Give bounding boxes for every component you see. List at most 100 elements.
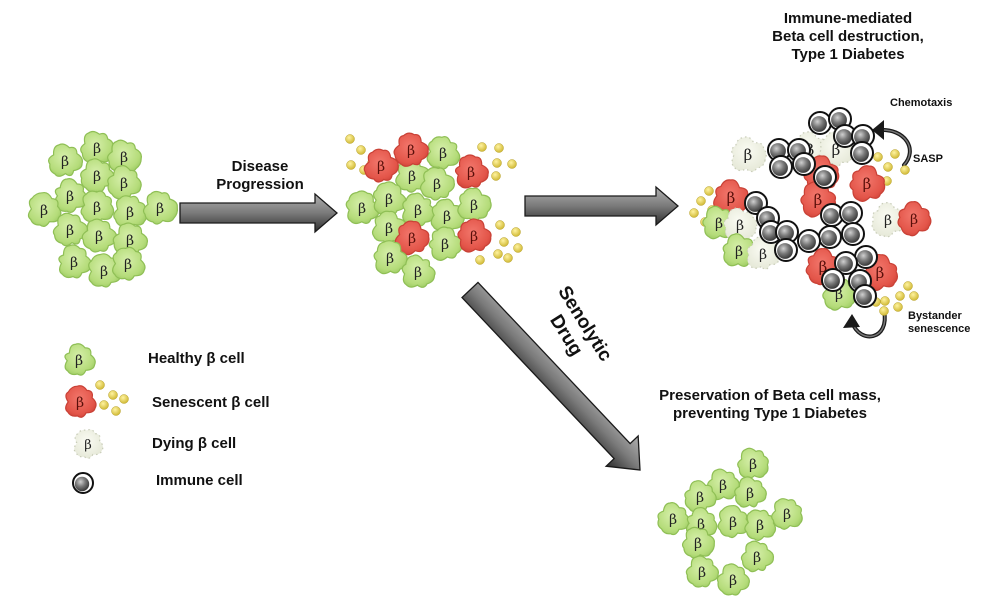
beta-symbol: β	[696, 490, 704, 506]
sasp-particle	[507, 159, 517, 169]
beta-symbol: β	[40, 203, 48, 219]
beta-symbol: β	[744, 146, 753, 164]
beta-symbol: β	[358, 201, 366, 217]
beta-symbol: β	[470, 229, 478, 245]
healthy-beta-cell: β	[80, 130, 114, 165]
healthy-beta-cell: β	[142, 190, 179, 225]
legend-item-immune: Immune cell	[156, 472, 243, 489]
healthy-beta-cell: β	[345, 190, 380, 225]
healthy-beta-cell: β	[107, 165, 142, 200]
beta-symbol: β	[819, 258, 828, 276]
chemotaxis-label: Chemotaxis	[890, 97, 953, 109]
dying-beta-cell: β	[746, 236, 781, 270]
beta-symbol: β	[76, 395, 84, 411]
beta-symbol: β	[783, 507, 791, 523]
immune-cell	[769, 155, 793, 179]
sasp-particle	[356, 145, 366, 155]
beta-symbol: β	[93, 141, 101, 157]
beta-symbol: β	[75, 353, 83, 369]
beta-symbol: β	[439, 146, 447, 162]
beta-symbol: β	[863, 175, 872, 193]
beta-symbol: β	[729, 573, 737, 589]
beta-symbol: β	[126, 205, 134, 221]
beta-symbol: β	[736, 218, 744, 234]
immune-cell	[820, 203, 844, 227]
healthy-beta-cell: β	[80, 190, 115, 224]
beta-symbol: β	[100, 264, 108, 280]
immune-destruction-title: Immune-mediated Beta cell destruction, T…	[772, 10, 924, 63]
beta-symbol: β	[414, 265, 422, 281]
beta-symbol: β	[876, 264, 885, 282]
beta-symbol: β	[832, 141, 841, 159]
sasp-particle	[99, 400, 109, 410]
sasp-particle	[495, 220, 505, 230]
beta-symbol: β	[61, 154, 69, 170]
legend-item-senescent: Senescent β cell	[152, 394, 270, 411]
beta-symbol: β	[407, 143, 415, 159]
sasp-particle	[879, 306, 889, 316]
beta-symbol: β	[910, 212, 918, 228]
healthy-beta-cell: β	[419, 166, 455, 201]
healthy-beta-cell: β	[657, 502, 690, 536]
healthy-beta-cell: β	[737, 447, 769, 480]
immune-cell	[767, 138, 791, 162]
beta-symbol: β	[70, 255, 78, 271]
beta-symbol: β	[470, 198, 478, 214]
healthy-beta-cell: β	[402, 192, 436, 227]
beta-symbol: β	[126, 233, 134, 249]
legend-item-dying: Dying β cell	[152, 435, 237, 452]
dying-beta-cell: β	[731, 136, 767, 173]
disease-progression-arrow	[179, 192, 338, 234]
immune-cell	[813, 165, 837, 189]
healthy-beta-cell: β	[734, 476, 767, 508]
beta-symbol: β	[697, 517, 705, 533]
sasp-particle	[689, 208, 699, 218]
sasp-particle	[696, 196, 706, 206]
immune-cell	[841, 222, 865, 246]
sasp-particle	[890, 149, 900, 159]
immune-cell	[854, 245, 878, 269]
beta-symbol: β	[93, 169, 101, 185]
immune-cell	[850, 141, 874, 165]
immune-cell	[808, 111, 832, 135]
sasp-particle	[503, 253, 513, 263]
immune-cell	[818, 225, 842, 249]
beta-symbol: β	[749, 457, 757, 473]
sasp-particle	[704, 186, 714, 196]
immune-cell	[834, 251, 858, 275]
healthy-beta-cell: β	[373, 240, 408, 275]
beta-symbol: β	[884, 213, 892, 229]
beta-symbol: β	[715, 216, 723, 232]
immune-cell	[775, 220, 799, 244]
beta-symbol: β	[414, 203, 422, 219]
beta-symbol: β	[729, 515, 737, 531]
sasp-particle	[893, 302, 903, 312]
healthy-beta-cell: β	[771, 498, 803, 530]
beta-symbol: β	[814, 191, 823, 209]
sasp-particle	[903, 281, 913, 291]
healthy-beta-cell: β	[81, 218, 118, 253]
beta-symbol: β	[669, 512, 677, 528]
beta-symbol: β	[95, 229, 103, 245]
beta-symbol: β	[753, 550, 761, 566]
immune-cell	[72, 472, 94, 494]
sasp-particle	[491, 171, 501, 181]
chemotaxis-arrow	[872, 120, 912, 167]
immune-cell	[853, 284, 877, 308]
legend-item-healthy: Healthy β cell	[148, 350, 245, 367]
healthy-beta-cell: β	[27, 191, 62, 227]
healthy-beta-cell: β	[112, 246, 146, 281]
preservation-title: Preservation of Beta cell mass, preventi…	[659, 387, 881, 422]
sasp-particle	[111, 406, 121, 416]
sasp-label: SASP	[913, 153, 943, 165]
beta-symbol: β	[719, 478, 727, 494]
sasp-particle	[880, 296, 890, 306]
beta-symbol: β	[120, 150, 128, 166]
sasp-particle	[513, 243, 523, 253]
sasp-particle	[895, 291, 905, 301]
healthy-beta-cell: β	[744, 509, 777, 542]
healthy-beta-cell: β	[740, 540, 775, 573]
sasp-particle	[345, 134, 355, 144]
